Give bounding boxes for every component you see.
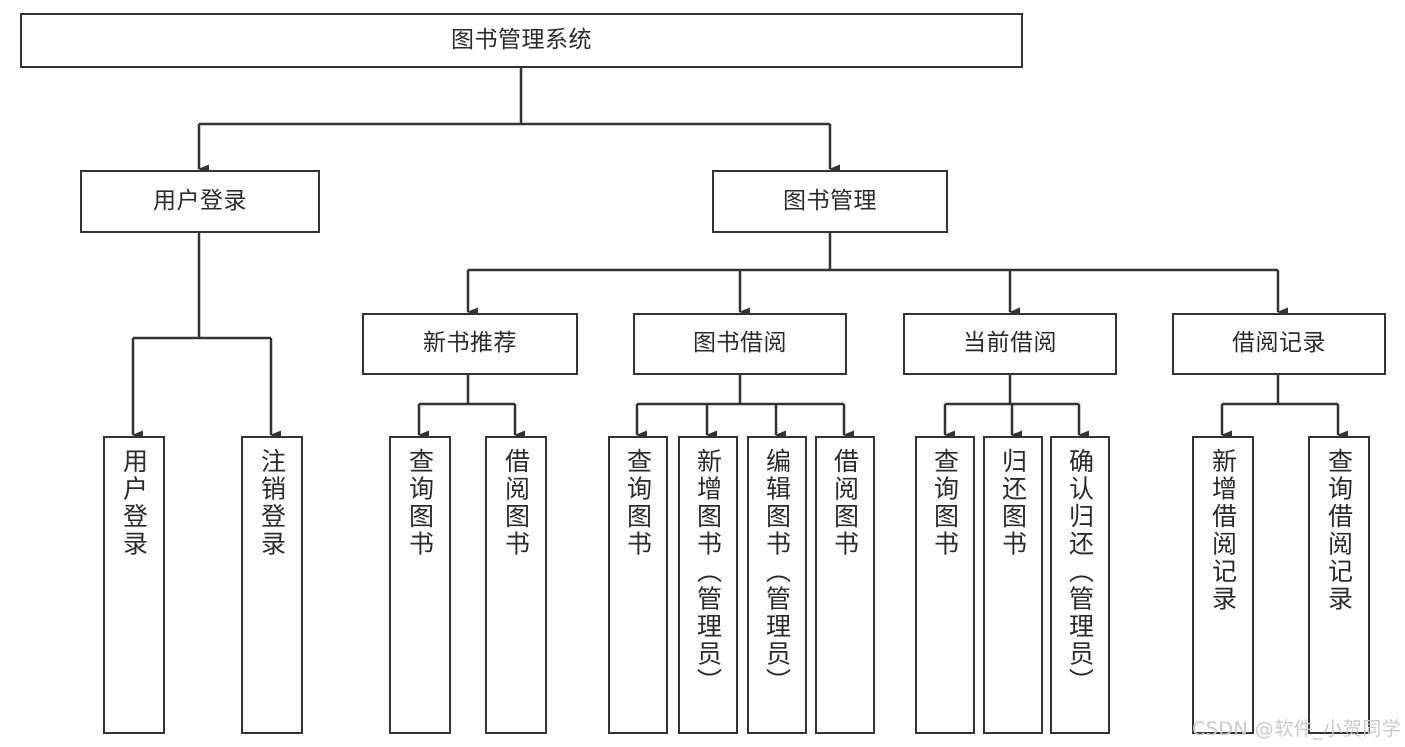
node-leaf-user-login[interactable]: 用户登录 — [103, 436, 165, 734]
node-label-borrow-record: 借阅记录 — [1232, 330, 1326, 357]
node-root[interactable]: 图书管理系统 — [20, 13, 1023, 68]
node-leaf-edit-book[interactable]: 编辑图书（管理员） — [747, 436, 807, 734]
node-label-leaf-user-login: 用户登录 — [119, 448, 149, 558]
node-label-leaf-borrow-book: 借阅图书 — [830, 448, 860, 558]
edge-current-to-leaves — [943, 375, 1089, 440]
edge-recommend-to-leaves — [417, 375, 525, 440]
node-label-leaf-logout: 注销登录 — [257, 448, 287, 558]
node-leaf-query-book-current[interactable]: 查询图书 — [915, 436, 975, 734]
edge-user-login-to-leaves — [131, 233, 281, 440]
node-leaf-borrow-book[interactable]: 借阅图书 — [815, 436, 875, 734]
node-leaf-logout[interactable]: 注销登录 — [241, 436, 303, 734]
node-label-book-borrow: 图书借阅 — [693, 330, 787, 357]
node-label-leaf-edit-book: 编辑图书（管理员） — [762, 448, 792, 696]
node-borrow-record[interactable]: 借阅记录 — [1172, 313, 1386, 375]
node-label-book-manage: 图书管理 — [783, 187, 877, 214]
node-label-leaf-confirm-return: 确认归还（管理员） — [1065, 448, 1095, 696]
node-leaf-borrow-book-recommend[interactable]: 借阅图书 — [485, 436, 547, 734]
node-label-leaf-query-book: 查询图书 — [623, 448, 653, 558]
node-label-leaf-query-book-recommend: 查询图书 — [405, 448, 435, 558]
node-label-leaf-return-book: 归还图书 — [998, 448, 1028, 558]
node-leaf-add-record[interactable]: 新增借阅记录 — [1192, 436, 1254, 734]
node-label-current-borrow: 当前借阅 — [963, 330, 1057, 357]
node-label-leaf-add-record: 新增借阅记录 — [1208, 448, 1238, 613]
node-leaf-confirm-return[interactable]: 确认归还（管理员） — [1050, 436, 1110, 734]
node-label-user-login: 用户登录 — [153, 187, 247, 214]
node-leaf-return-book[interactable]: 归还图书 — [983, 436, 1043, 734]
node-label-new-book-recommend: 新书推荐 — [423, 330, 517, 357]
node-label-leaf-borrow-book-recommend: 借阅图书 — [501, 448, 531, 558]
node-label-leaf-add-book: 新增图书（管理员） — [693, 448, 723, 696]
node-leaf-query-book-recommend[interactable]: 查询图书 — [389, 436, 451, 734]
edge-root-to-level1 — [197, 68, 840, 174]
edge-book-manage-to-level2 — [466, 233, 1288, 317]
node-leaf-query-book[interactable]: 查询图书 — [608, 436, 668, 734]
edge-borrow-to-leaves — [635, 375, 854, 440]
node-label-leaf-query-book-current: 查询图书 — [930, 448, 960, 558]
node-book-manage[interactable]: 图书管理 — [712, 170, 948, 233]
node-leaf-add-book[interactable]: 新增图书（管理员） — [678, 436, 738, 734]
node-label-leaf-query-record: 查询借阅记录 — [1324, 448, 1354, 613]
node-leaf-query-record[interactable]: 查询借阅记录 — [1308, 436, 1370, 734]
node-book-borrow[interactable]: 图书借阅 — [633, 313, 847, 375]
edge-record-to-leaves — [1220, 375, 1348, 440]
node-new-book-recommend[interactable]: 新书推荐 — [362, 313, 578, 375]
csdn-watermark: CSDN @软件_小贺同学 — [1192, 718, 1402, 740]
node-label-root: 图书管理系统 — [451, 26, 592, 53]
node-user-login[interactable]: 用户登录 — [80, 170, 320, 233]
node-current-borrow[interactable]: 当前借阅 — [903, 313, 1117, 375]
